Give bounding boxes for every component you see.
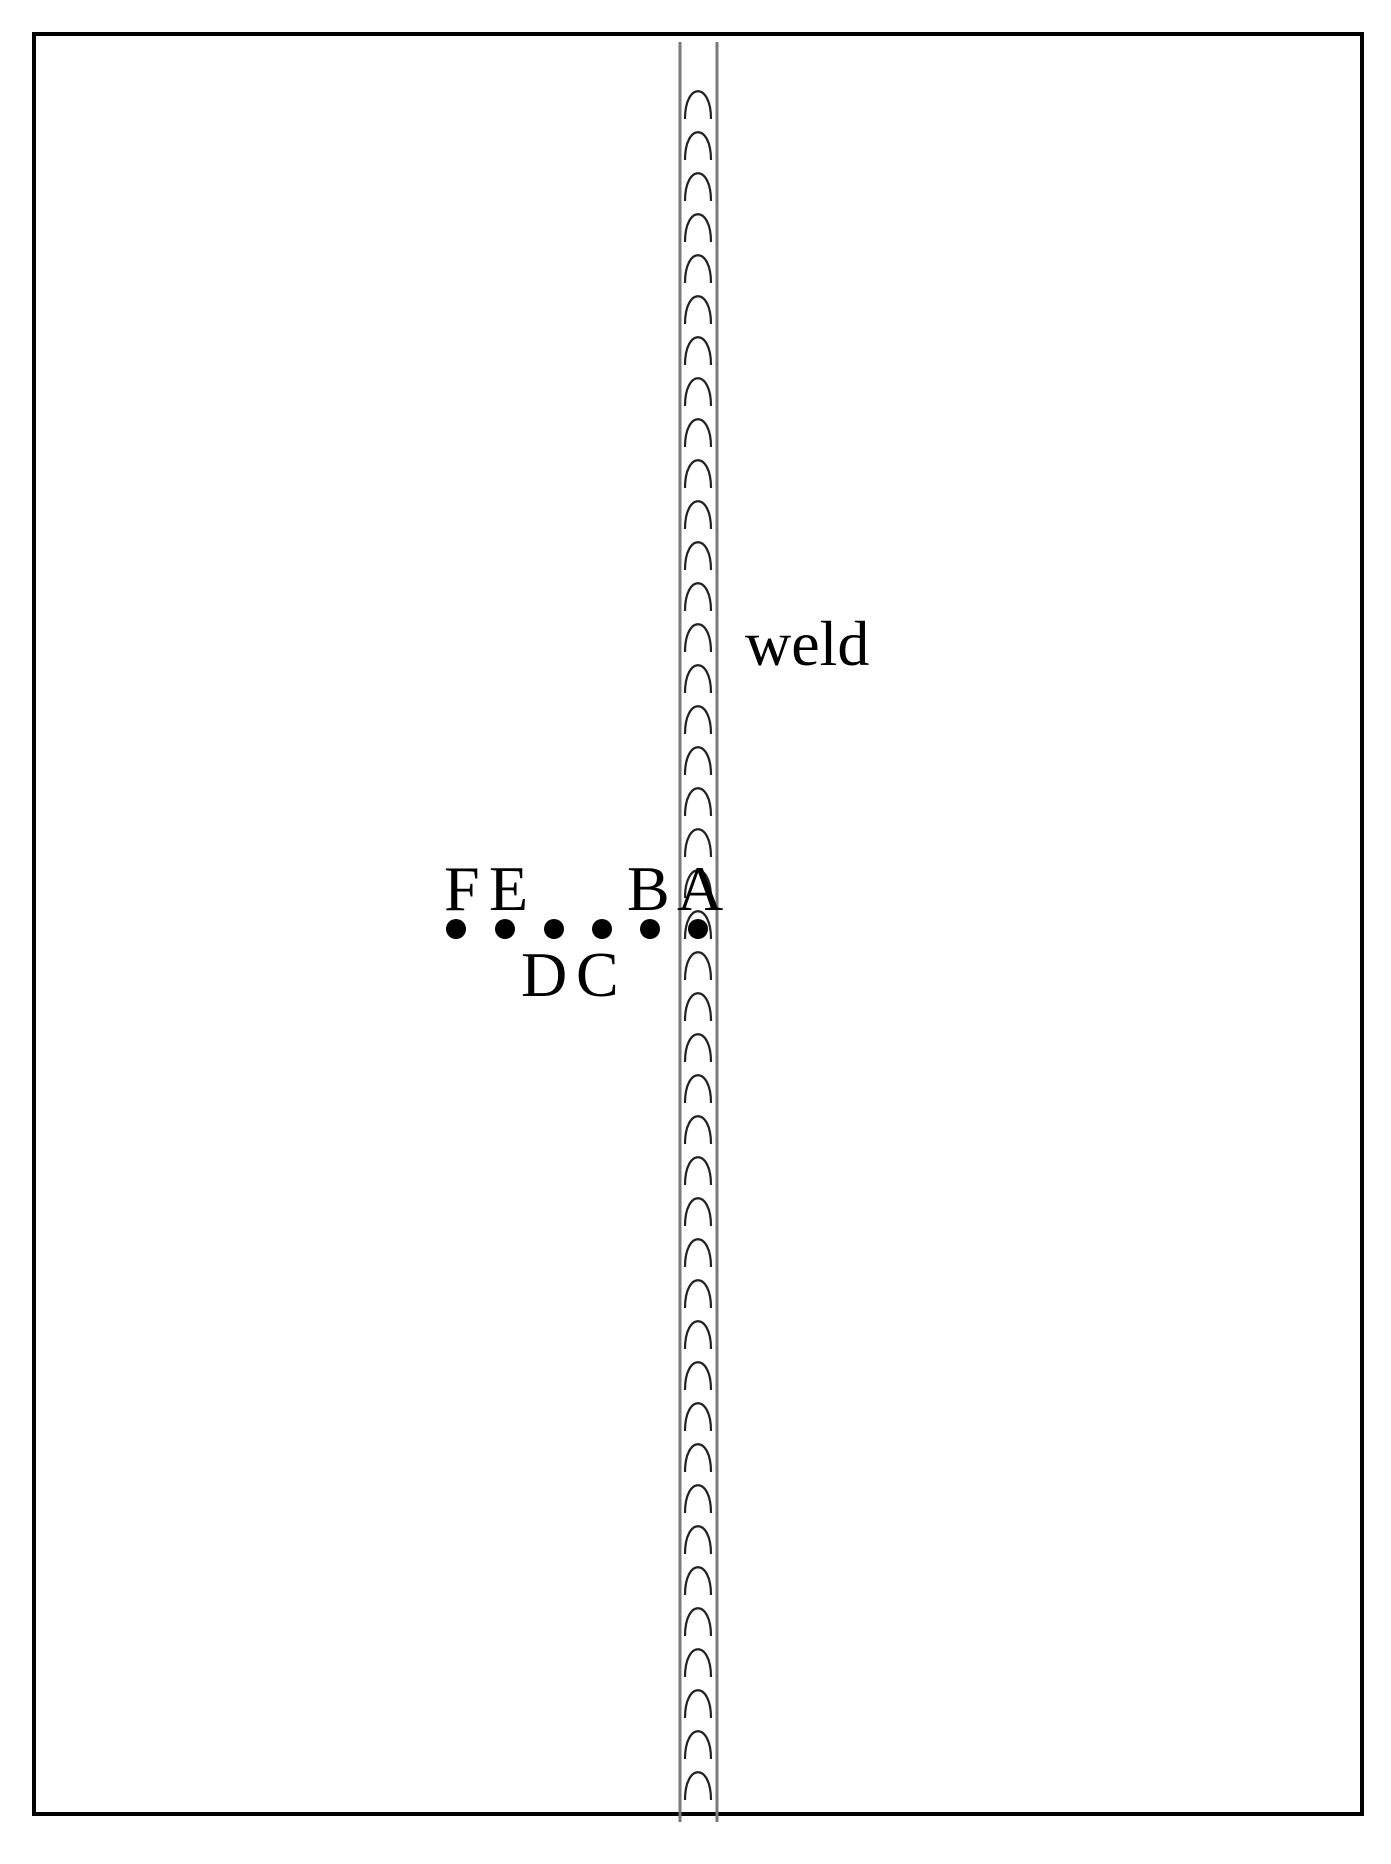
weld-ripple-arc: [683, 131, 713, 161]
weld-ripple-arc: [683, 1443, 713, 1473]
weld-ripple-arc: [683, 1279, 713, 1309]
weld-bead: [678, 42, 719, 1822]
point-d: [544, 919, 564, 939]
label-c: C: [576, 939, 619, 1010]
weld-ripple-arc: [683, 582, 713, 612]
weld-ripple-arc: [683, 418, 713, 448]
label-a: A: [677, 853, 723, 924]
weld-ripple-arc: [683, 1361, 713, 1391]
weld-ripple-arc: [683, 828, 713, 858]
weld-ripple-arc: [683, 1771, 713, 1801]
weld-ripple-arc: [683, 1197, 713, 1227]
weld-ripple-arc: [683, 1566, 713, 1596]
weld-ripple-arc: [683, 787, 713, 817]
weld-ripple-arc: [683, 1402, 713, 1432]
weld-ripple-arc: [683, 1525, 713, 1555]
weld-ripple-arc: [683, 500, 713, 530]
point-e: [495, 919, 515, 939]
weld-ripple-arc: [683, 541, 713, 571]
weld-ripple-arc: [683, 254, 713, 284]
weld-ripple-arc: [683, 992, 713, 1022]
weld-ripple-arc: [683, 213, 713, 243]
label-b: B: [627, 853, 670, 924]
point-c: [592, 919, 612, 939]
label-f: F: [444, 853, 480, 924]
weld-ripple-arc: [683, 377, 713, 407]
weld-ripple-arc: [683, 1156, 713, 1186]
weld-ripple-arc: [683, 746, 713, 776]
weld-ripple-arc: [683, 336, 713, 366]
point-b: [640, 919, 660, 939]
weld-ripple-arc: [683, 869, 713, 899]
point-a: [688, 919, 708, 939]
label-d: D: [521, 939, 567, 1010]
weld-ripple-arc: [683, 1689, 713, 1719]
measurement-points: [446, 919, 708, 939]
weld-ripple-arc: [683, 705, 713, 735]
weld-ripple-arc: [683, 1648, 713, 1678]
weld-ripple-arc: [683, 910, 713, 940]
weld-ripple-arc: [683, 951, 713, 981]
weld-ripples: [683, 90, 713, 1801]
weld-ripple-arc: [683, 1238, 713, 1268]
weld-ripple-arc: [683, 1320, 713, 1350]
weld-ripple-arc: [683, 295, 713, 325]
weld-ripple-arc: [683, 1484, 713, 1514]
weld-ripple-arc: [683, 623, 713, 653]
weld-ripple-arc: [683, 664, 713, 694]
label-e: E: [489, 853, 528, 924]
weld-label: weld: [745, 608, 869, 679]
weld-ripple-arc: [683, 172, 713, 202]
weld-ripple-arc: [683, 90, 713, 120]
weld-ripple-arc: [683, 459, 713, 489]
weld-ripple-arc: [683, 1033, 713, 1063]
weld-ripple-arc: [683, 1115, 713, 1145]
weld-ripple-arc: [683, 1730, 713, 1760]
weld-ripple-arc: [683, 1074, 713, 1104]
weld-ripple-arc: [683, 1607, 713, 1637]
point-f: [446, 919, 466, 939]
